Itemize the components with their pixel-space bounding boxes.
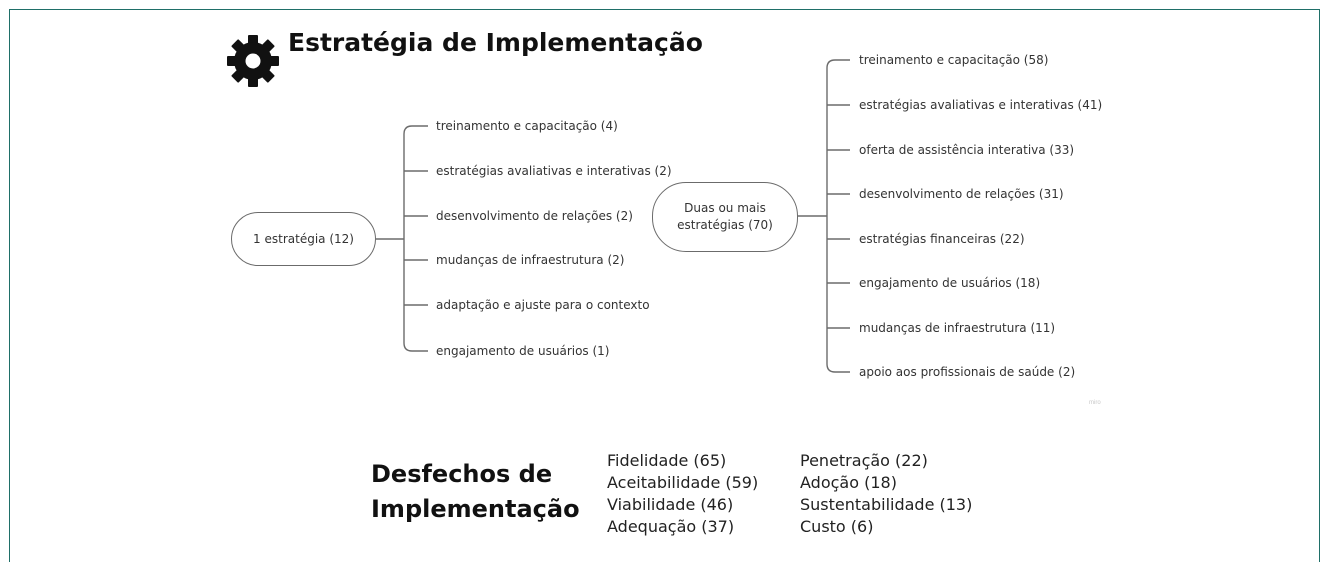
leaf-left-0: treinamento e capacitação (4) (436, 119, 618, 133)
outcome-item: Sustentabilidade (13) (800, 495, 973, 514)
outcome-item: Viabilidade (46) (607, 495, 734, 514)
outcomes-column-1: Fidelidade (65) Aceitabilidade (59) Viab… (607, 450, 758, 538)
gear-icon (227, 35, 279, 87)
leaf-right-0: treinamento e capacitação (58) (859, 53, 1049, 67)
leaf-right-7: apoio aos profissionais de saúde (2) (859, 365, 1076, 379)
leaf-right-5: engajamento de usuários (18) (859, 276, 1041, 290)
outcome-item: Fidelidade (65) (607, 451, 727, 470)
leaf-left-3: mudanças de infraestrutura (2) (436, 253, 625, 267)
outcome-item: Adequação (37) (607, 517, 735, 536)
outcomes-column-2: Penetração (22) Adoção (18) Sustentabili… (800, 450, 972, 538)
page-title: Estratégia de Implementação (288, 28, 703, 57)
leaf-left-4: adaptação e ajuste para o contexto (1) (436, 298, 650, 312)
leaf-left-2: desenvolvimento de relações (2) (436, 209, 633, 223)
outcome-item: Penetração (22) (800, 451, 928, 470)
leaf-right-2: oferta de assistência interativa (33) (859, 143, 1075, 157)
outcome-item: Aceitabilidade (59) (607, 473, 759, 492)
outcome-item: Custo (6) (800, 517, 874, 536)
leaf-right-1: estratégias avaliativas e interativas (4… (859, 98, 1103, 112)
outcome-item: Adoção (18) (800, 473, 897, 492)
figure-frame (9, 9, 1320, 562)
outcomes-title: Desfechos de Implementação (371, 460, 580, 523)
leaf-right-6: mudanças de infraestrutura (11) (859, 321, 1056, 335)
leaf-left-1: estratégias avaliativas e interativas (2… (436, 164, 672, 178)
leaf-right-3: desenvolvimento de relações (31) (859, 187, 1064, 201)
leaf-left-5: engajamento de usuários (1) (436, 344, 610, 358)
leaf-right-4: estratégias financeiras (22) (859, 232, 1025, 246)
root-node-one-strategy: 1 estratégia (12) (231, 212, 376, 266)
miro-watermark: miro (1089, 400, 1101, 406)
root-node-two-or-more-strategies: Duas ou mais estratégias (70) (652, 182, 798, 252)
